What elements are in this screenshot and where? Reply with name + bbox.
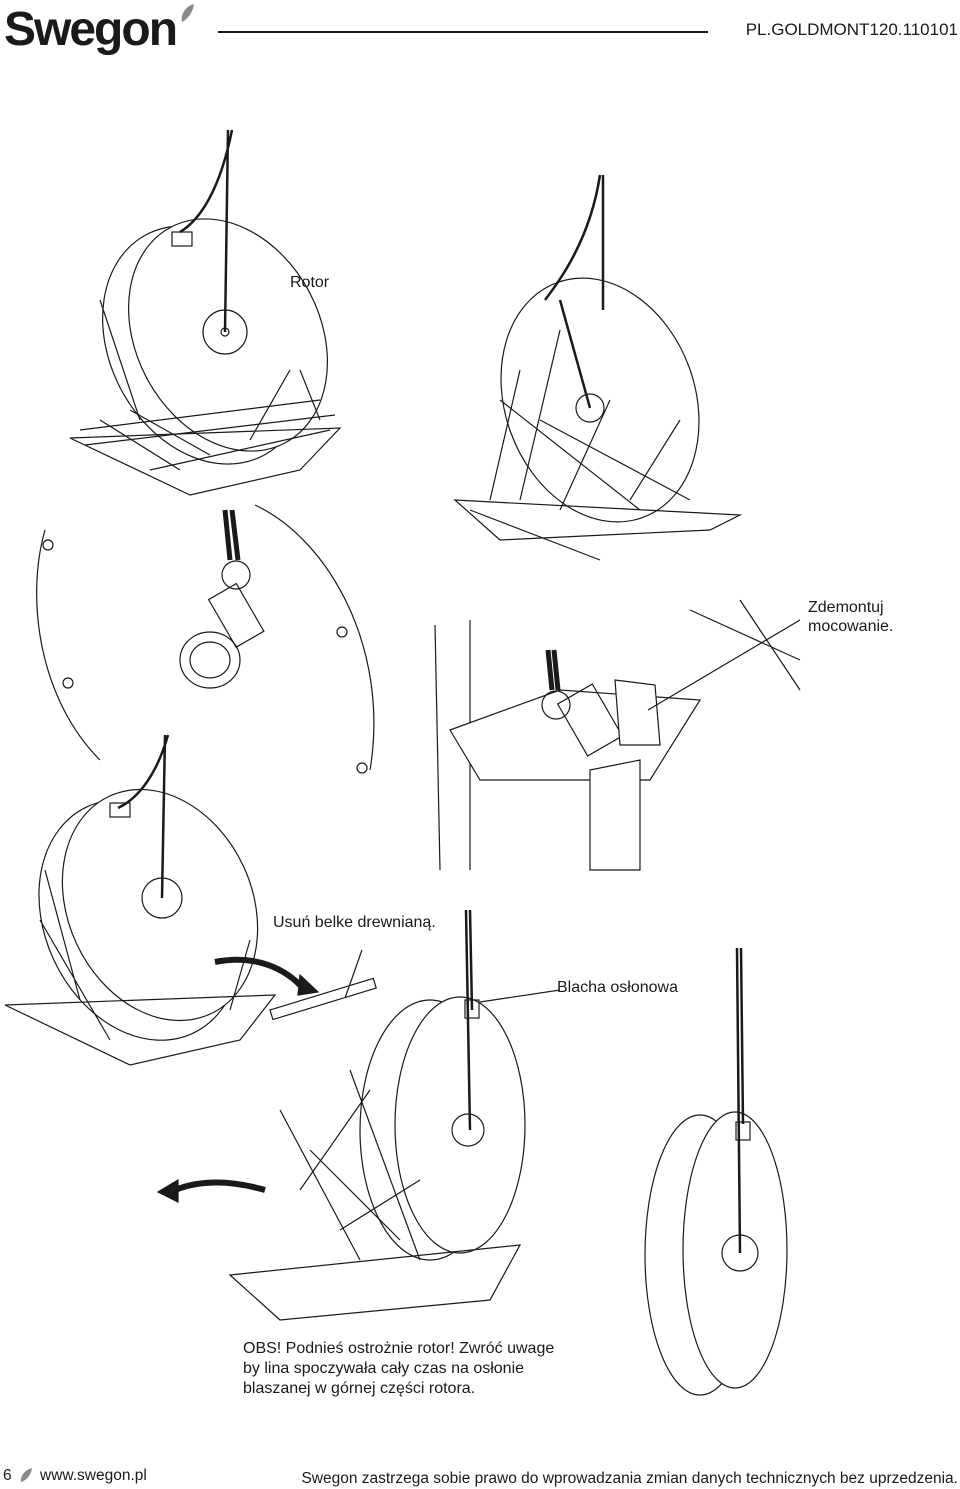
header-rule	[218, 31, 708, 33]
panel-remove-beam	[4, 734, 377, 1066]
page-number: 6	[3, 1467, 12, 1484]
page-footer: 6 www.swegon.pl Swegon zastrzega sobie p…	[0, 1462, 960, 1489]
label-dismount: Zdemontuj mocowanie.	[808, 599, 894, 635]
panel-rotor-on-pallet	[69, 129, 342, 496]
website-link[interactable]: www.swegon.pl	[40, 1467, 147, 1484]
panel-shackle-detail	[36, 504, 375, 774]
warning-note: OBS! Podnieś ostrożnie rotor! Zwróć uwag…	[243, 1340, 555, 1397]
document-code: PL.GOLDMONT120.110101	[745, 20, 958, 39]
disclaimer: Swegon zastrzega sobie prawo do wprowadz…	[301, 1470, 958, 1487]
panel-hanging-rotor	[644, 947, 788, 1396]
panel-rotor-lifted	[453, 174, 743, 561]
leaf-icon	[181, 4, 194, 22]
leaf-icon	[20, 1468, 32, 1482]
page-header: Swegon PL.GOLDMONT120.110101	[0, 0, 960, 60]
label-rotor: Rotor	[290, 274, 330, 291]
panel-dismount-detail	[434, 599, 801, 871]
swegon-logo: Swegon	[4, 3, 178, 56]
label-remove-beam: Usuń belke drewnianą.	[273, 914, 436, 931]
panel-cover-sheet	[156, 909, 561, 1321]
label-cover-sheet: Blacha osłonowa	[557, 979, 678, 996]
